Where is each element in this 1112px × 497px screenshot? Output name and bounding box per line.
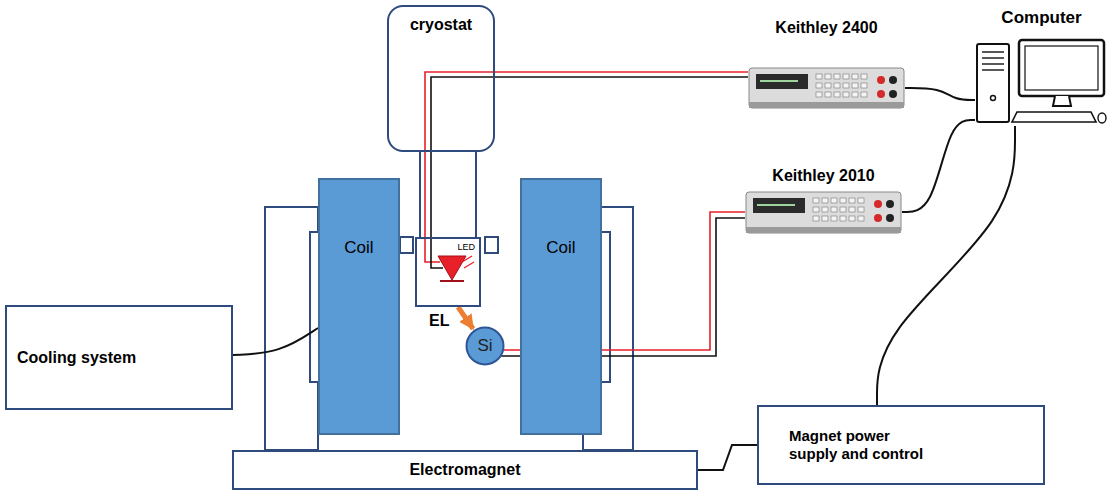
node-label: Cooling system [17, 348, 136, 367]
node-label: Coil [344, 238, 373, 258]
connector-path [902, 120, 975, 212]
pole-piece [485, 237, 498, 253]
cryostat-stem [475, 152, 477, 237]
heading-label: Computer [975, 8, 1108, 28]
emission-arrow [458, 307, 473, 329]
meter-drawing [745, 190, 902, 235]
led-symbol [438, 256, 474, 281]
connector-path [495, 76, 748, 78]
magnet-power-box: Magnet power supply and control [757, 405, 1045, 485]
node-label: Coil [546, 238, 575, 258]
magnet-coil: Coil [318, 178, 400, 435]
node-label: cryostat [410, 15, 472, 34]
signal-wire [495, 72, 748, 77]
cooling-system-box: Cooling system [5, 305, 233, 410]
computer-drawing [975, 36, 1108, 126]
cryostat-box: cryostat [387, 5, 495, 152]
keithley-2010-meter: Keithley 2010 [745, 190, 902, 235]
connector-path [698, 445, 757, 470]
node-label: Si [477, 336, 492, 356]
cable-line [698, 445, 757, 470]
connector-path [233, 328, 318, 355]
sample-holder: LED [415, 237, 481, 307]
computer-icon: Computer [975, 36, 1108, 126]
connector-path [458, 307, 473, 329]
led-wire [431, 77, 495, 268]
connector-path [495, 71, 748, 73]
electromagnet-base: Electromagnet [232, 450, 698, 490]
cable-line [902, 120, 975, 212]
cryostat-stem [419, 152, 421, 237]
connector-path [877, 126, 1015, 405]
node-label: Magnet power supply and control [789, 427, 939, 463]
cable-line [877, 126, 1015, 405]
led-wire [425, 72, 495, 262]
pole-piece [400, 237, 413, 253]
meter-drawing [748, 66, 905, 110]
heading-label: Keithley 2400 [748, 18, 905, 37]
magnet-coil: Coil [520, 178, 602, 435]
si-detector: Si [465, 326, 505, 366]
edge-label: EL [427, 312, 451, 330]
connector-path [905, 88, 975, 100]
cable-line [905, 88, 975, 100]
heading-label: Keithley 2010 [745, 166, 902, 185]
node-label: LED [457, 242, 475, 253]
cable-line [233, 328, 318, 355]
keithley-2400-meter: Keithley 2400 [748, 66, 905, 110]
node-label: Electromagnet [409, 460, 520, 479]
